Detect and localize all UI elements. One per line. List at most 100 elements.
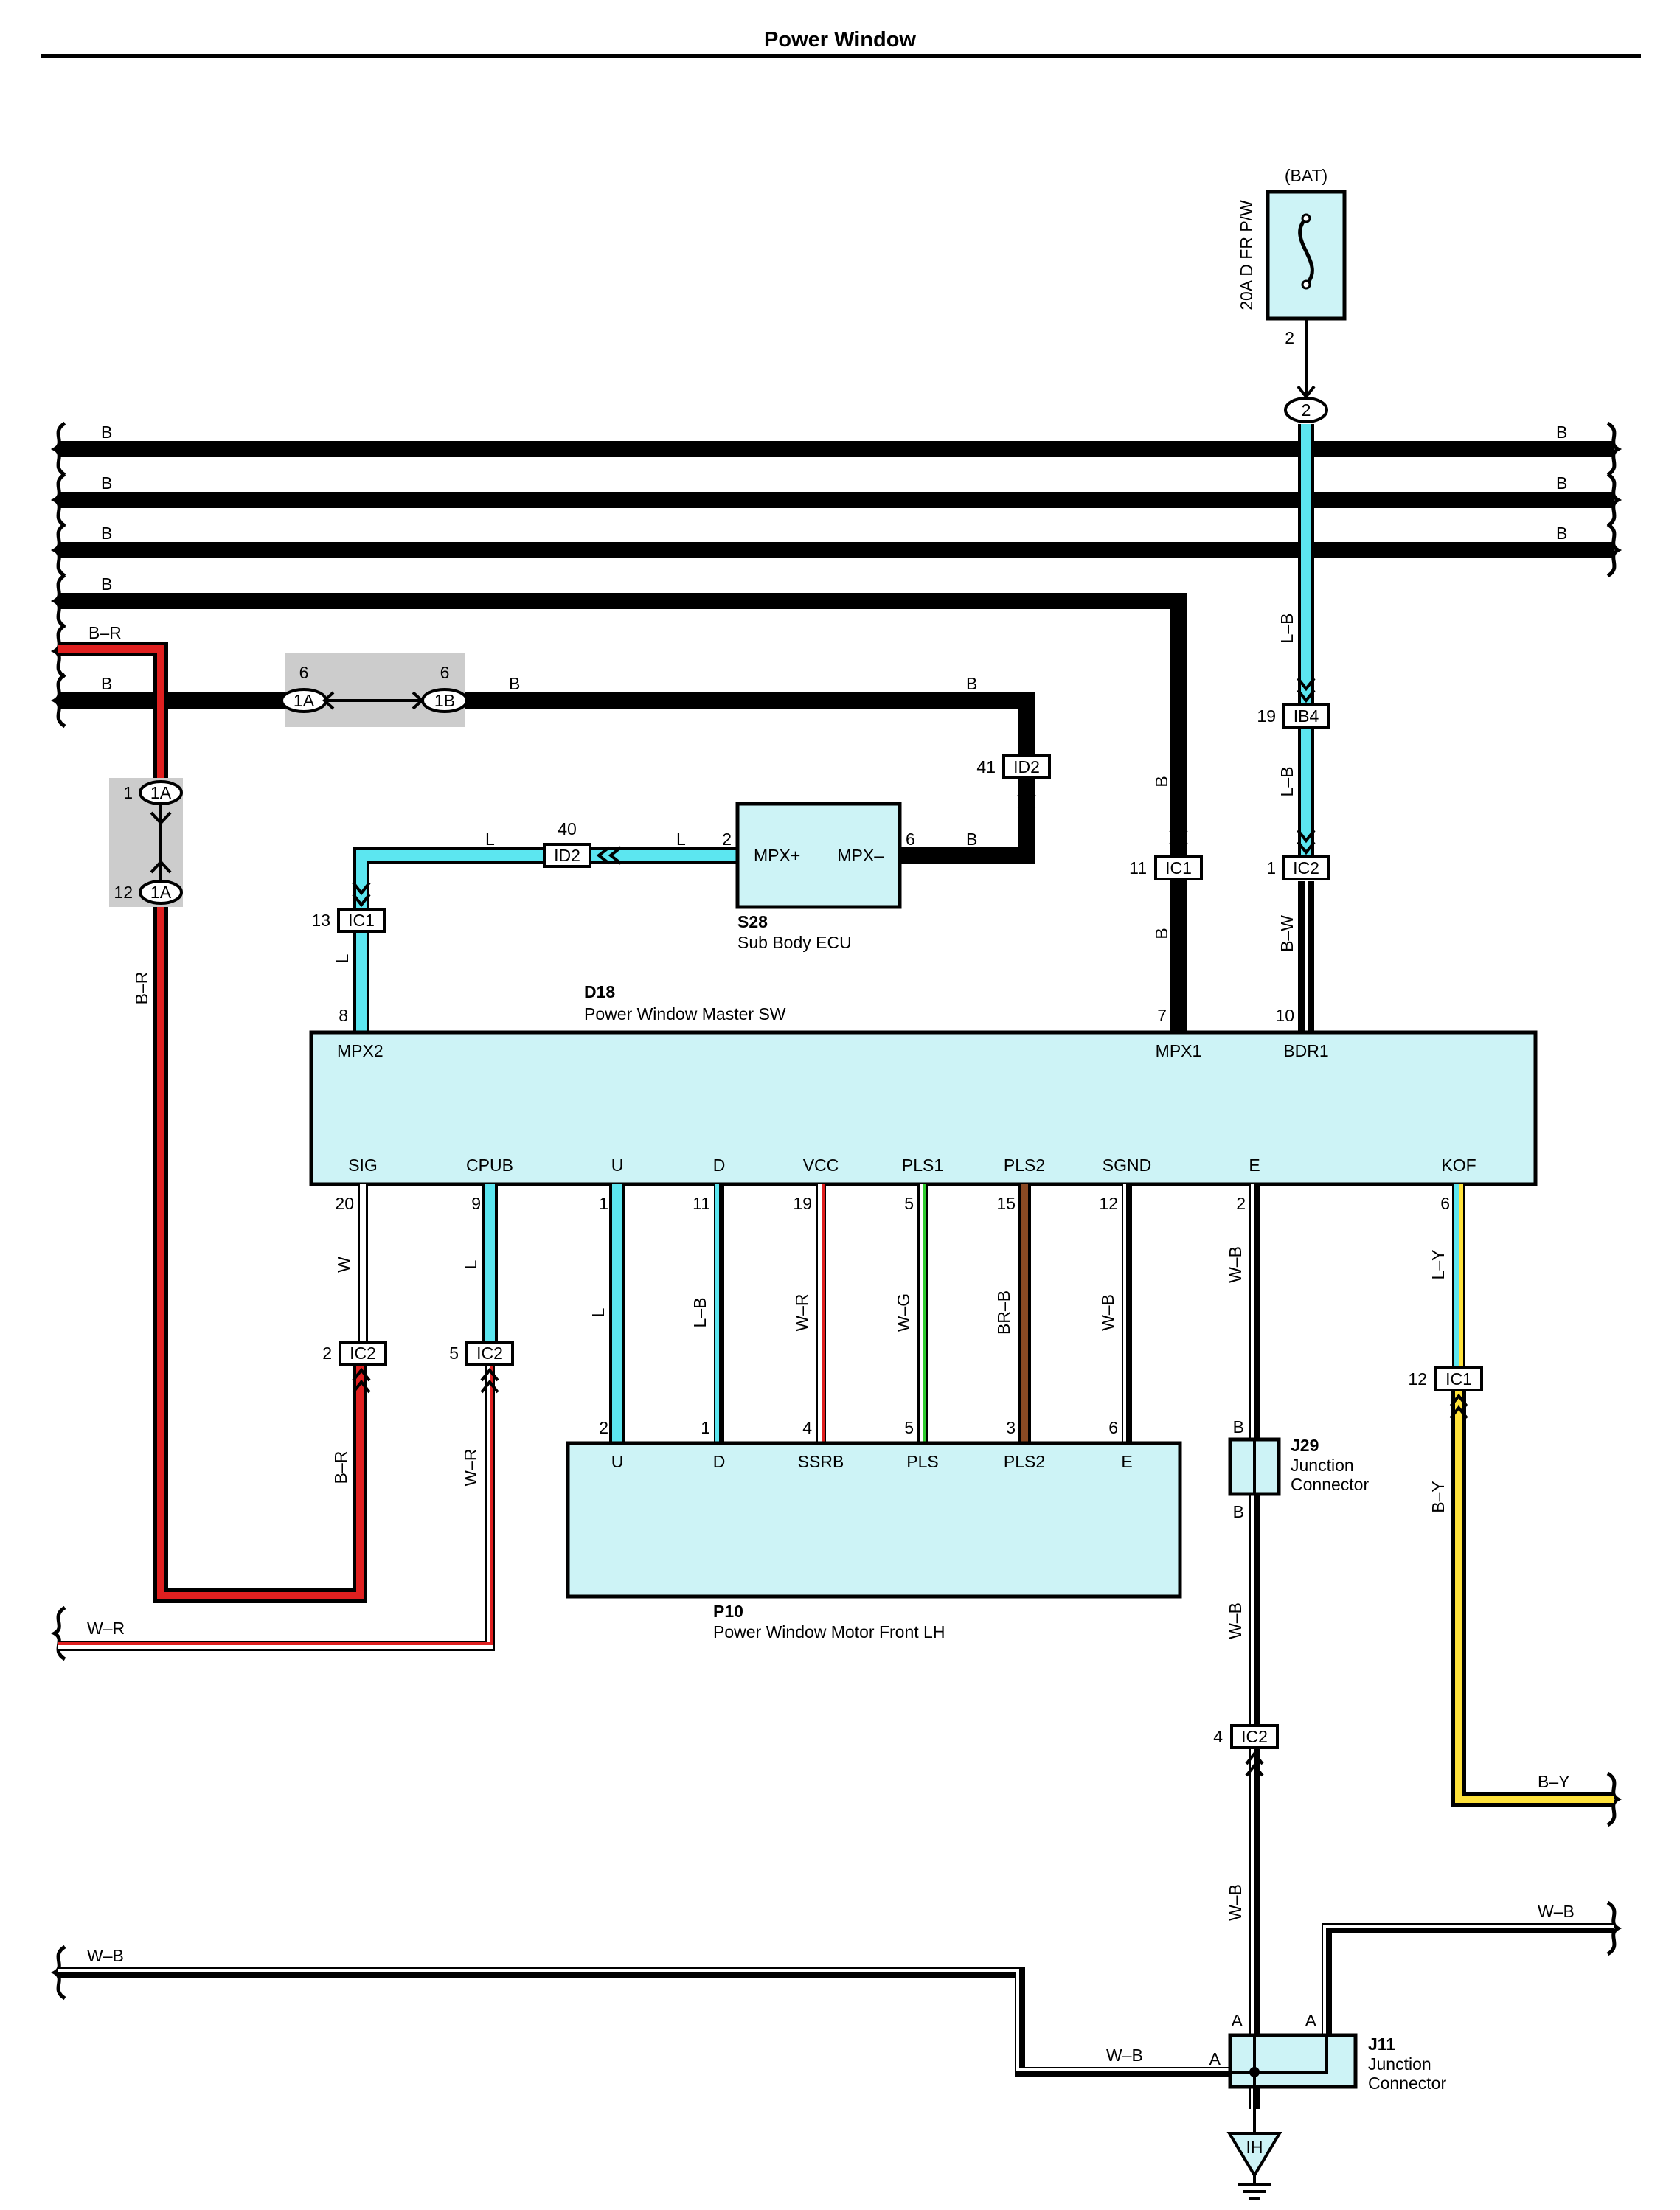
wb-label-j11: W–B <box>1106 2046 1143 2065</box>
wb-label-left: W–B <box>87 1946 124 1965</box>
j11-splice-dot <box>1249 2067 1260 2077</box>
br-wire <box>58 642 367 1603</box>
bus-2-label-left: B <box>101 473 112 493</box>
chevron-down-icon <box>1297 677 1316 703</box>
ecu-b-label: B <box>966 830 977 849</box>
pin-sgnd-no: 12 <box>1099 1194 1118 1213</box>
bus-2-label-right: B <box>1556 473 1567 493</box>
chevron-left-icon <box>322 691 335 710</box>
e-wb-wire <box>1249 1184 1260 2109</box>
connector-ic2-ground-pin: 4 <box>1213 1727 1223 1746</box>
wb-label-right: W–B <box>1538 1902 1575 1921</box>
joint-1a-top <box>139 780 183 805</box>
sgnd-wire-label: W–B <box>1098 1294 1117 1331</box>
connector-ic1-kof-code: IC1 <box>1445 1369 1472 1389</box>
pin-vcc: VCC <box>803 1156 839 1175</box>
j11-pin-a-3: A <box>1209 2049 1221 2068</box>
bus-b-4-mpx1 <box>58 593 1187 1040</box>
wr-wire <box>58 1361 495 1651</box>
connector-ic2-cpub <box>465 1341 514 1366</box>
pls1-wg-wire <box>917 1184 928 1443</box>
connector-ic1-mpx1-code: IC1 <box>1165 858 1192 878</box>
pin-cpub: CPUB <box>466 1156 513 1175</box>
pin-mpx1-no: 7 <box>1157 1006 1167 1025</box>
pin-mpx1: MPX1 <box>1156 1041 1202 1060</box>
j29-pin-top: B <box>1233 1417 1244 1436</box>
pin-vcc-no: 19 <box>793 1194 812 1213</box>
bat-junction-label: 2 <box>1302 400 1311 420</box>
connector-ic1-mpx2-code: IC1 <box>348 911 375 930</box>
joint-1a-h-pin: 6 <box>299 663 309 682</box>
bw-label: B–W <box>1277 915 1297 952</box>
bus-5-label-left: B <box>101 674 112 693</box>
break-marks-left <box>50 421 66 2001</box>
by-label-1: B–Y <box>1429 1481 1448 1512</box>
connector-ib4 <box>1282 703 1330 729</box>
connector-ic1-kof-pin: 12 <box>1408 1369 1427 1389</box>
chevron-up-icon <box>1245 1751 1264 1777</box>
chevron-left-icon <box>596 846 622 865</box>
by-wire <box>1451 1386 1614 1807</box>
connector-ic1-mpx2 <box>337 908 386 933</box>
power-window-master-switch <box>309 1030 1538 1186</box>
connector-id2-40 <box>543 843 591 868</box>
pin-mpx2: MPX2 <box>337 1041 383 1060</box>
ecu-pin-mpx-minus: MPX– <box>837 846 884 865</box>
mpx2-l-label-2: L <box>676 830 686 849</box>
chevron-down-icon <box>1297 829 1316 855</box>
motor-name: Power Window Motor Front LH <box>713 1622 945 1641</box>
pin-bdr1-no: 10 <box>1275 1006 1294 1025</box>
j11-pin-a-1: A <box>1232 2011 1243 2030</box>
sig-wire-label: W <box>334 1257 353 1273</box>
connector-ic1-kof <box>1434 1366 1483 1391</box>
connector-ic1-mpx1-pin: 11 <box>1129 858 1147 878</box>
j29-pin-bottom: B <box>1233 1502 1244 1521</box>
bus-5-label-mid: B <box>509 674 520 693</box>
joint-1a-bottom-code: 1A <box>150 883 172 902</box>
chevron-up-icon <box>150 860 172 874</box>
motor-pin-pls2-no: 3 <box>1006 1418 1016 1437</box>
pin-e-no: 2 <box>1236 1194 1246 1213</box>
motor-pin-d-no: 1 <box>701 1418 710 1437</box>
j11-name-1: Junction <box>1368 2054 1431 2074</box>
ecu-code: S28 <box>737 912 768 931</box>
vcc-wire-label: W–R <box>792 1293 811 1331</box>
pin-pls1: PLS1 <box>902 1156 943 1175</box>
pin-kof: KOF <box>1441 1156 1476 1175</box>
connector-ic2-sig-pin: 2 <box>322 1344 332 1363</box>
fuse-pin: 2 <box>1285 328 1294 347</box>
d-lb-wire <box>714 1184 724 1443</box>
connector-ic1-mpx1 <box>1154 855 1203 880</box>
bat-junction <box>1284 397 1328 423</box>
d-wire-label: L–B <box>690 1298 709 1328</box>
cpub-wire-label: L <box>461 1259 480 1269</box>
bus-1-label-left: B <box>101 423 112 442</box>
chevron-right-icon <box>412 691 424 710</box>
pls1-wire-label: W–G <box>894 1293 913 1332</box>
connector-ic2-ground <box>1230 1724 1279 1749</box>
chevron-up-icon <box>1017 783 1036 810</box>
chevron-up-icon <box>1449 1393 1468 1420</box>
u-wire-label: L <box>589 1307 608 1317</box>
e-wire-label-2: W–B <box>1226 1602 1245 1639</box>
bus-4-label-left: B <box>101 574 112 594</box>
pls2-wire-label: BR–B <box>994 1290 1013 1335</box>
master-switch-code: D18 <box>584 982 615 1001</box>
pin-pls2-no: 15 <box>996 1194 1016 1213</box>
motor-pin-pls-no: 5 <box>904 1418 914 1437</box>
pin-sig-no: 20 <box>335 1194 354 1213</box>
ground-label: IH <box>1246 2138 1263 2157</box>
connector-ic1-mpx2-pin: 13 <box>311 911 330 930</box>
connector-id2-41-code: ID2 <box>1013 757 1040 776</box>
break-marks-right <box>1606 421 1622 1956</box>
ecu-pin-2: 2 <box>722 830 732 849</box>
e-wire-label: W–B <box>1226 1246 1245 1283</box>
pin-kof-no: 6 <box>1440 1194 1450 1213</box>
wr-label-2: W–R <box>87 1619 125 1638</box>
motor-pin-ssrb: SSRB <box>798 1452 844 1471</box>
mpx1-b-label-2: B <box>1152 928 1171 939</box>
motor-pin-pls2: PLS2 <box>1004 1452 1045 1471</box>
joint-1a-bottom <box>139 880 183 905</box>
motor-pin-u: U <box>611 1452 624 1471</box>
